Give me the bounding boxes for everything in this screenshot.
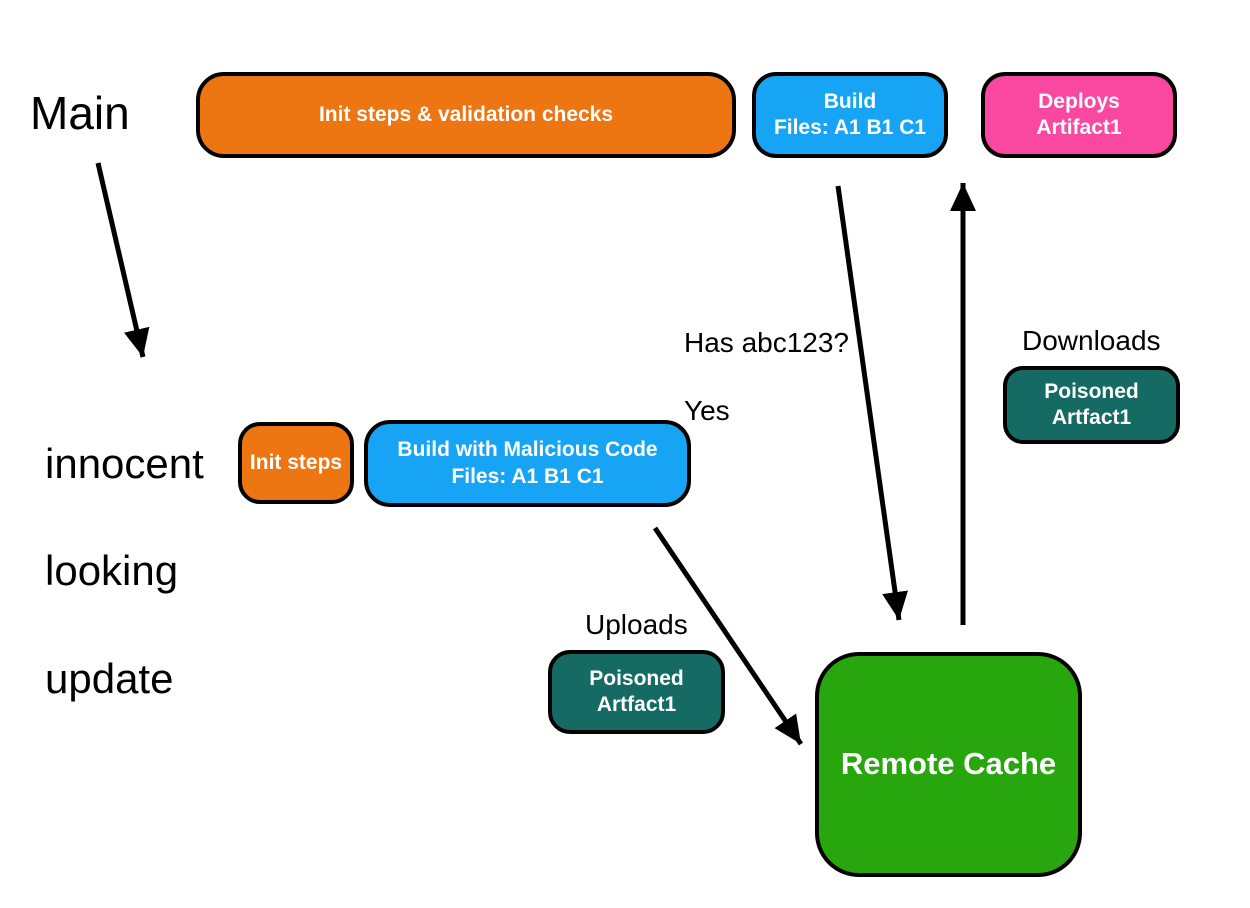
innocent-update-line1: innocent [45,439,204,487]
init-steps-label: Init steps [249,450,343,474]
has-hash-answer: Yes [684,395,730,427]
poisoned-upload-line1: Poisoned [589,666,684,690]
deploys-artifact-node: Deploys Artifact1 [981,72,1177,158]
uploads-label: Uploads [585,609,688,640]
build-malicious-node: Build with Malicious Code Files: A1 B1 C… [364,420,691,507]
deploys-line1: Deploys [1038,89,1120,113]
has-hash-label: Has abc123? Yes [684,292,849,463]
build-malicious-line2: Files: A1 B1 C1 [451,464,604,488]
deploys-line2: Artifact1 [1036,116,1122,139]
innocent-update-line3: update [45,654,174,702]
downloads-label: Downloads [1022,325,1161,356]
build-main-line1: Build [823,89,877,113]
poisoned-upload-line2: Artfact1 [596,693,677,716]
innocent-update-label: innocent looking update [45,383,204,759]
build-malicious-line1: Build with Malicious Code [397,438,658,462]
remote-cache-label: Remote Cache [840,746,1057,782]
poisoned-artifact-download-node: Poisoned Artfact1 [1003,366,1180,444]
has-hash-question: Has abc123? [684,327,850,359]
init-steps-node: Init steps [238,422,354,504]
main-to-update-arrow [95,162,150,358]
build-main-line2: Files: A1 B1 C1 [773,116,927,139]
main-branch-label: Main [30,87,130,139]
poisoned-artifact-upload-node: Poisoned Artfact1 [548,650,725,734]
poisoned-download-line2: Artfact1 [1051,406,1132,429]
innocent-update-line2: looking [45,547,179,595]
remote-cache-node: Remote Cache [815,652,1082,877]
init-validation-label: Init steps & validation checks [318,102,614,126]
build-main-node: Build Files: A1 B1 C1 [752,72,948,158]
poisoned-download-line1: Poisoned [1044,379,1139,403]
init-validation-node: Init steps & validation checks [196,72,736,158]
